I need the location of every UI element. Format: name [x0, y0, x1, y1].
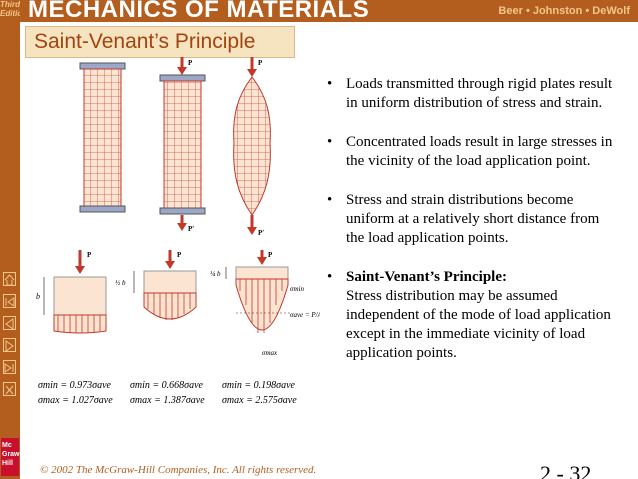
- last-slide-icon[interactable]: [3, 360, 16, 374]
- bullet-item: • Loads transmitted through rigid plates…: [320, 75, 620, 113]
- first-slide-icon[interactable]: [3, 294, 16, 308]
- home-icon[interactable]: [3, 272, 16, 286]
- bullet-item: • Concentrated loads result in large str…: [320, 133, 620, 171]
- load-label-p-3: P: [258, 59, 263, 67]
- header-bar: MECHANICS OF MATERIALS Beer • Johnston •…: [20, 0, 638, 23]
- bullet-dot: •: [327, 76, 333, 92]
- bullet-text-3: Stress and strain distributions become u…: [346, 192, 600, 246]
- bullet-item: • Stress and strain distributions become…: [320, 191, 620, 248]
- bullet-list: • Loads transmitted through rigid plates…: [320, 75, 620, 363]
- bullet-dot: •: [327, 192, 333, 208]
- dim-b-1: b: [36, 292, 40, 301]
- dim-half-b: ½ b: [115, 279, 126, 287]
- sigma-max-label: σmax: [262, 349, 278, 357]
- bullet-text-2: Concentrated loads result in large stres…: [346, 134, 613, 169]
- formula-col3-min: σmin = 0.198σave: [222, 380, 295, 391]
- principle-heading: Saint-Venant’s Principle:: [346, 269, 507, 285]
- slide-title-box: Saint-Venant’s Principle: [25, 26, 295, 58]
- formula-col3-max: σmax = 2.575σave: [222, 395, 297, 406]
- dim-quarter-b: ¼ b: [210, 270, 221, 278]
- principle-bullet: • Saint-Venant’s Principle: Stress distr…: [320, 268, 620, 363]
- next-slide-icon[interactable]: [3, 338, 16, 352]
- authors-label: Beer • Johnston • DeWolf: [498, 5, 630, 17]
- edition-label: Third Edition: [0, 0, 28, 40]
- specimen-rigid-plates: [79, 62, 126, 213]
- bullet-text-1: Loads transmitted through rigid plates r…: [346, 76, 613, 111]
- specimen-plates-loaded: P P′: [159, 57, 206, 233]
- diagram3-load-p: P: [268, 251, 273, 259]
- formula-col2-min: σmin = 0.668σave: [130, 380, 203, 391]
- diagram1-load-p: P: [87, 251, 92, 259]
- edition-line2: Edition: [0, 9, 28, 18]
- figure-illustration: P P′ P P′ P b P: [36, 57, 320, 357]
- sigma-ave-label: σave = P/A: [290, 311, 320, 319]
- sigma-min-label: σmin: [290, 285, 304, 293]
- page-number: 2 - 32: [540, 461, 592, 479]
- copyright-notice: © 2002 The McGraw-Hill Companies, Inc. A…: [40, 464, 317, 476]
- exit-icon[interactable]: [3, 382, 16, 396]
- stress-diagram-2: P ½ b: [115, 250, 197, 320]
- specimen-concentrated-load: P P′: [233, 57, 271, 237]
- formula-col1-min: σmin = 0.973σave: [38, 380, 111, 391]
- diagram2-load-p: P: [177, 251, 182, 259]
- previous-slide-icon[interactable]: [3, 316, 16, 330]
- bullet-dot: •: [327, 269, 333, 285]
- stress-diagram-3: P ¼ b σmin σave = P/A σmax: [210, 250, 320, 357]
- formula-col1-max: σmax = 1.027σave: [38, 395, 113, 406]
- stress-diagram-1: P b: [36, 250, 107, 334]
- slide-title: Saint-Venant’s Principle: [34, 30, 256, 53]
- load-label-p-prime-3: P′: [258, 229, 264, 237]
- edition-line1: Third: [0, 0, 20, 9]
- course-title: MECHANICS OF MATERIALS: [28, 0, 370, 23]
- load-label-p-prime: P′: [188, 225, 194, 233]
- principle-text: Stress distribution may be assumed indep…: [346, 288, 611, 361]
- load-label-p: P: [188, 59, 193, 67]
- bullet-dot: •: [327, 134, 333, 150]
- formula-col2-max: σmax = 1.387σave: [130, 395, 205, 406]
